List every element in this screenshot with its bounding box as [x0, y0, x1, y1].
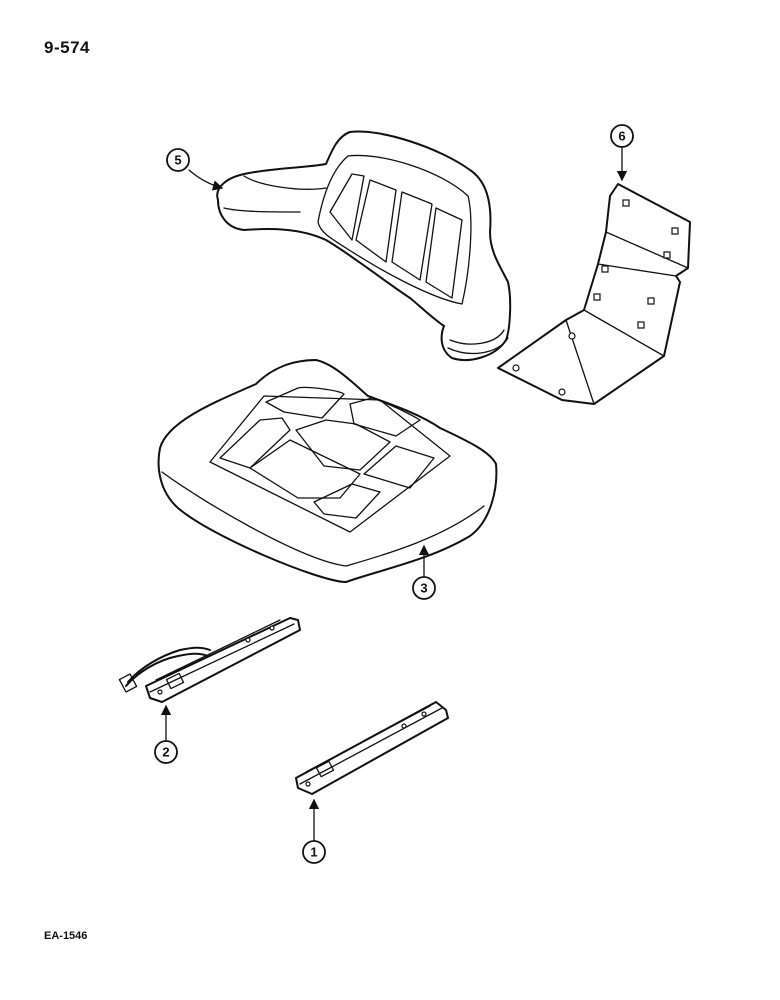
callout-6: 6 — [610, 124, 634, 148]
callout-3: 3 — [412, 576, 436, 600]
rail-hole — [401, 723, 407, 729]
figure-code: EA-1546 — [44, 930, 88, 942]
seat-rail-right — [295, 701, 449, 795]
seat-cushion — [157, 359, 498, 583]
callout-label: 1 — [310, 845, 317, 860]
bracket-hole — [512, 364, 520, 372]
bracket-hole — [647, 297, 655, 305]
rail-hole — [269, 625, 275, 631]
rail-hole — [421, 711, 427, 717]
bracket-hole — [663, 251, 671, 259]
backrest-cushion — [216, 130, 512, 361]
callout-1: 1 — [302, 840, 326, 864]
bracket-hole — [622, 199, 630, 207]
bracket-hole — [558, 388, 566, 396]
page-number: 9-574 — [44, 38, 90, 57]
bracket-hole — [568, 332, 576, 340]
leader-line-5 — [188, 169, 224, 191]
leader-lines — [160, 147, 628, 841]
bracket-hole — [593, 293, 601, 301]
backrest-bracket — [497, 183, 691, 405]
seat-rail-left — [118, 617, 301, 703]
callout-5: 5 — [166, 148, 190, 172]
rail-hole — [157, 689, 163, 695]
bracket-hole — [601, 265, 609, 273]
callout-label: 3 — [420, 581, 427, 596]
callout-label: 6 — [618, 129, 625, 144]
rail-hole — [305, 781, 311, 787]
rail-hole — [245, 637, 251, 643]
callout-label: 2 — [162, 745, 169, 760]
callout-label: 5 — [174, 153, 181, 168]
bracket-hole — [671, 227, 679, 235]
bracket-hole — [637, 321, 645, 329]
callout-2: 2 — [154, 740, 178, 764]
